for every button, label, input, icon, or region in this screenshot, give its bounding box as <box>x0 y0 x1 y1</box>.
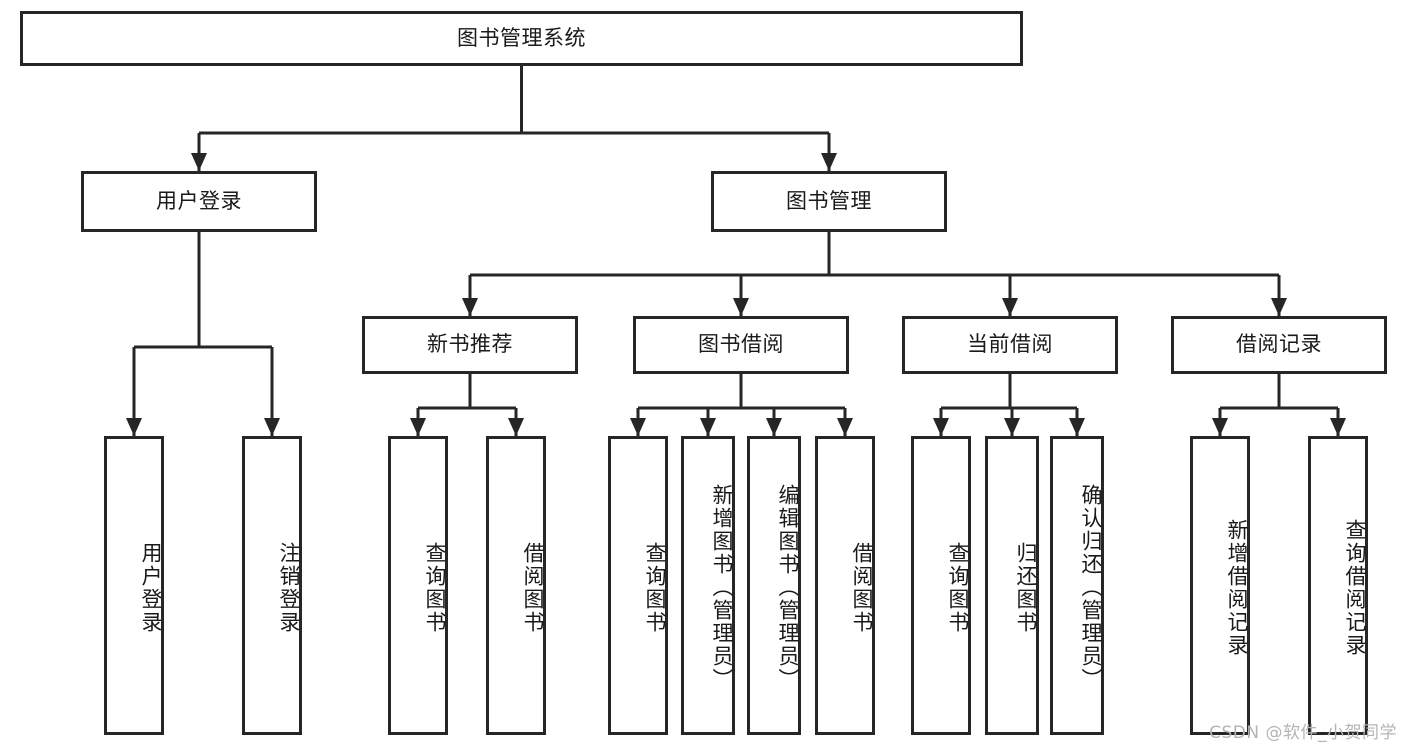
edge-arrow-current-borrow-1 <box>1004 418 1020 436</box>
edge-arrow-root-0 <box>191 153 207 171</box>
node-box-leaf-user-logout[interactable] <box>242 436 302 735</box>
edge-arrow-book-manage-1 <box>733 298 749 316</box>
edge-arrow-borrow-record-1 <box>1330 418 1346 436</box>
node-box-user-login[interactable] <box>81 171 317 232</box>
edge-arrow-book-borrow-3 <box>837 418 853 436</box>
edge-arrow-root-1 <box>821 153 837 171</box>
edge-arrow-current-borrow-0 <box>933 418 949 436</box>
edge-arrow-book-manage-2 <box>1002 298 1018 316</box>
node-box-leaf-user-login[interactable] <box>104 436 164 735</box>
watermark-text: CSDN @软件_小贺同学 <box>1209 723 1397 743</box>
edge-arrow-book-borrow-2 <box>766 418 782 436</box>
edge-arrow-current-borrow-2 <box>1069 418 1085 436</box>
node-box-borrow-record[interactable] <box>1171 316 1387 374</box>
edge-arrow-book-manage-0 <box>462 298 478 316</box>
node-box-leaf-edit-book[interactable] <box>747 436 801 735</box>
node-box-leaf-query-record[interactable] <box>1308 436 1368 735</box>
node-box-leaf-borrow-book-rec[interactable] <box>486 436 546 735</box>
node-box-leaf-confirm-return[interactable] <box>1050 436 1104 735</box>
edge-arrow-user-login-0 <box>126 418 142 436</box>
node-box-root[interactable] <box>20 11 1023 66</box>
edge-arrow-book-borrow-1 <box>700 418 716 436</box>
node-box-leaf-add-book[interactable] <box>681 436 735 735</box>
node-box-book-manage[interactable] <box>711 171 947 232</box>
node-box-leaf-add-record[interactable] <box>1190 436 1250 735</box>
edge-arrow-borrow-record-0 <box>1212 418 1228 436</box>
node-box-leaf-query-book-rec[interactable] <box>388 436 448 735</box>
node-box-book-borrow[interactable] <box>633 316 849 374</box>
edge-arrow-book-borrow-0 <box>630 418 646 436</box>
node-box-new-book-rec[interactable] <box>362 316 578 374</box>
edge-arrow-user-login-1 <box>264 418 280 436</box>
edge-arrow-new-book-rec-0 <box>410 418 426 436</box>
node-box-leaf-query-book-borrow[interactable] <box>608 436 668 735</box>
edge-arrow-book-manage-3 <box>1271 298 1287 316</box>
node-box-leaf-query-book-cur[interactable] <box>911 436 971 735</box>
node-box-leaf-borrow-book[interactable] <box>815 436 875 735</box>
node-box-current-borrow[interactable] <box>902 316 1118 374</box>
edge-arrow-new-book-rec-1 <box>508 418 524 436</box>
edges-layer <box>126 66 1346 436</box>
boxes-layer <box>20 11 1387 735</box>
node-box-leaf-return-book[interactable] <box>985 436 1039 735</box>
